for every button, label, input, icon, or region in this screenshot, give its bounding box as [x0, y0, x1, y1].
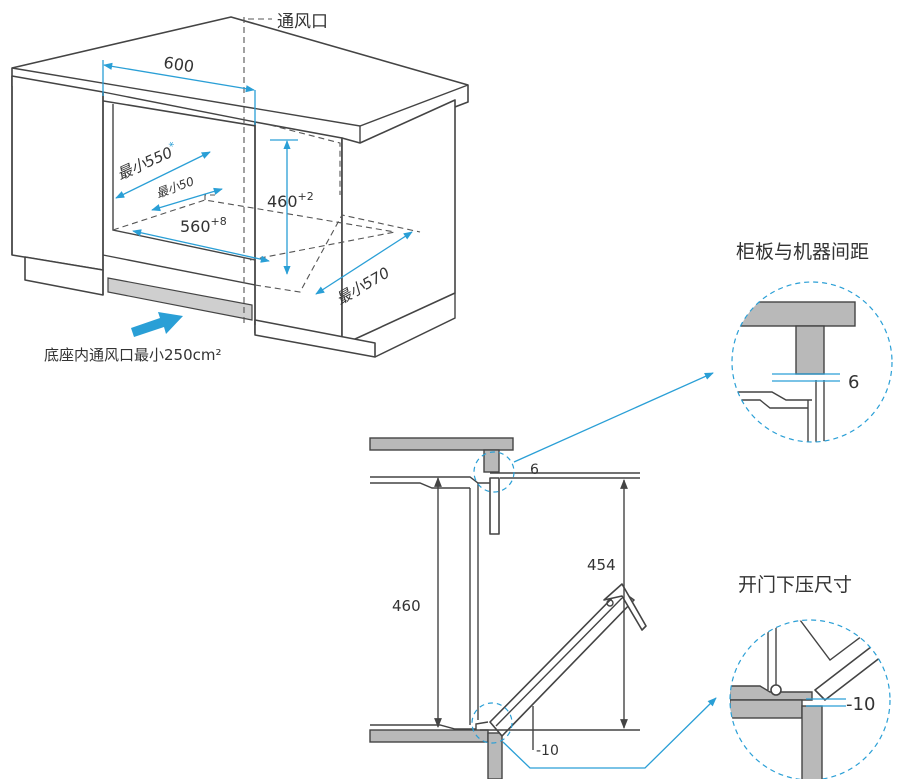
svg-text:460+2: 460+2 [267, 190, 314, 211]
dim-6-text: 6 [530, 462, 539, 478]
vent-label: 通风口 [277, 12, 328, 32]
dim-560-line [132, 229, 270, 263]
dim-460-base: 460 [267, 192, 298, 211]
dim-press-neg10-text: -10 [536, 743, 559, 759]
side-section-drawing: 460 454 6 -10 [369, 372, 717, 779]
dim-min570-line [315, 231, 413, 295]
dim-side-460-text: 460 [392, 597, 421, 615]
base-vent-opening [107, 277, 253, 321]
cabinet-left-panel [11, 75, 104, 271]
dim-600-text: 600 [162, 53, 195, 77]
cabinet-drawing: 600 最小550* 最小50 460+2 560+8 最小570 [11, 16, 469, 358]
leader-bottom [502, 697, 717, 769]
top-panel [369, 437, 514, 451]
zoom-press-neg10-text: -10 [846, 694, 875, 715]
svg-text:560+8: 560+8 [180, 215, 227, 236]
dim-min550-star: * [167, 139, 178, 153]
door-press-title: 开门下压尺寸 [738, 574, 852, 596]
zoom-panel-gap: 6 [731, 281, 893, 443]
dim-min550-text: 最小550 [114, 143, 175, 183]
dim-600-line [103, 62, 255, 93]
oven-door [489, 589, 635, 737]
panel-gap-title: 柜板与机器间距 [736, 241, 869, 263]
dim-min50-line [151, 187, 223, 212]
dim-min550-line [115, 151, 211, 199]
cabinet-right-panel [254, 121, 343, 351]
arrow-icon [131, 312, 183, 337]
leader-top [513, 372, 714, 463]
zoom-door-press: -10 [729, 619, 891, 779]
dim-560-sup: +8 [211, 215, 227, 228]
zoom-gap-6-text: 6 [848, 372, 859, 393]
dim-560-base: 560 [180, 217, 211, 236]
dim-454-text: 454 [587, 556, 616, 574]
bottom-panel [369, 729, 489, 743]
svg-text:最小550*: 最小550* [113, 139, 180, 184]
detail-circle-bottom [471, 702, 513, 744]
detail-circle-top [473, 451, 515, 493]
dim-460-sup: +2 [298, 190, 314, 203]
base-vent-label: 底座内通风口最小250cm² [44, 346, 222, 364]
dim-min50-text: 最小50 [154, 174, 196, 201]
